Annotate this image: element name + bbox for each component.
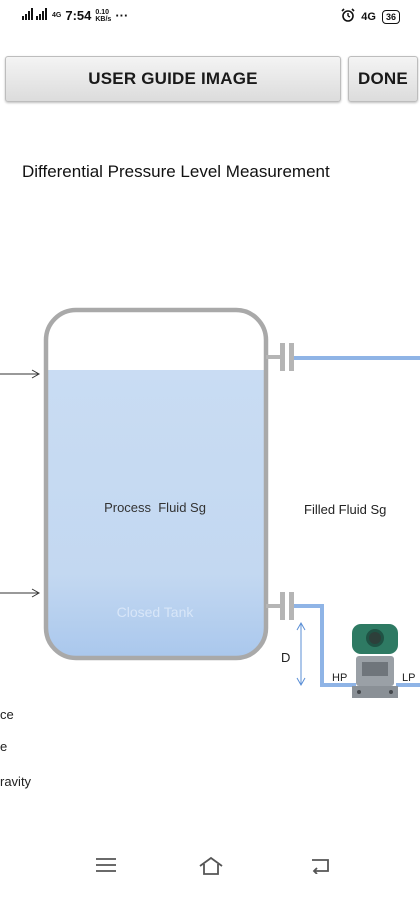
partial-label-3: ravity (0, 774, 32, 789)
filled-fluid-label: Filled Fluid Sg (304, 502, 386, 517)
back-icon[interactable] (310, 856, 332, 879)
distance-arrow (296, 621, 306, 687)
home-icon[interactable] (198, 856, 224, 881)
process-fluid-label: Process Fluid Sg (104, 500, 206, 515)
navigation-bar (0, 840, 420, 900)
more-notifications-icon: ··· (115, 8, 129, 23)
distance-label: D (281, 650, 290, 665)
network-speed: 0.10 KB/s (95, 9, 111, 23)
network-speed-unit: KB/s (95, 15, 112, 23)
status-left: 4G 7:54 0.10 KB/s ··· (22, 8, 128, 23)
network-type-right: 4G (361, 10, 376, 23)
alarm-icon (341, 8, 355, 25)
clock: 7:54 (65, 8, 92, 23)
top-flange (266, 343, 294, 371)
inlet-arrow-bottom (0, 588, 41, 598)
toolbar: USER GUIDE IMAGE DONE (0, 56, 420, 104)
user-guide-image-button[interactable]: USER GUIDE IMAGE (5, 56, 341, 102)
signal-icon (22, 8, 48, 23)
page-title: Differential Pressure Level Measurement (22, 162, 330, 181)
inlet-arrow-top (0, 369, 41, 379)
menu-icon[interactable] (95, 856, 117, 879)
status-right: 4G 36 (341, 8, 400, 25)
closed-tank (43, 307, 269, 661)
hp-label: HP (332, 672, 347, 684)
lp-label: LP (402, 672, 415, 684)
partial-label-2: e (0, 739, 7, 754)
dp-transmitter-icon (352, 624, 398, 698)
network-type-left: 4G (52, 12, 62, 19)
level-measurement-diagram: Process Fluid Sg Closed Tank Filled Flui… (0, 307, 420, 789)
bottom-flange (266, 592, 294, 620)
closed-tank-label: Closed Tank (117, 604, 195, 620)
bottom-impulse-line-hp (294, 604, 356, 687)
partial-label-1: ce (0, 707, 14, 722)
status-bar: 4G 7:54 0.10 KB/s ··· 4G 36 (0, 0, 420, 34)
done-button[interactable]: DONE (348, 56, 418, 102)
battery-icon: 36 (381, 9, 400, 24)
process-fluid (46, 370, 266, 658)
network-speed-value: 0.10 (95, 8, 109, 16)
